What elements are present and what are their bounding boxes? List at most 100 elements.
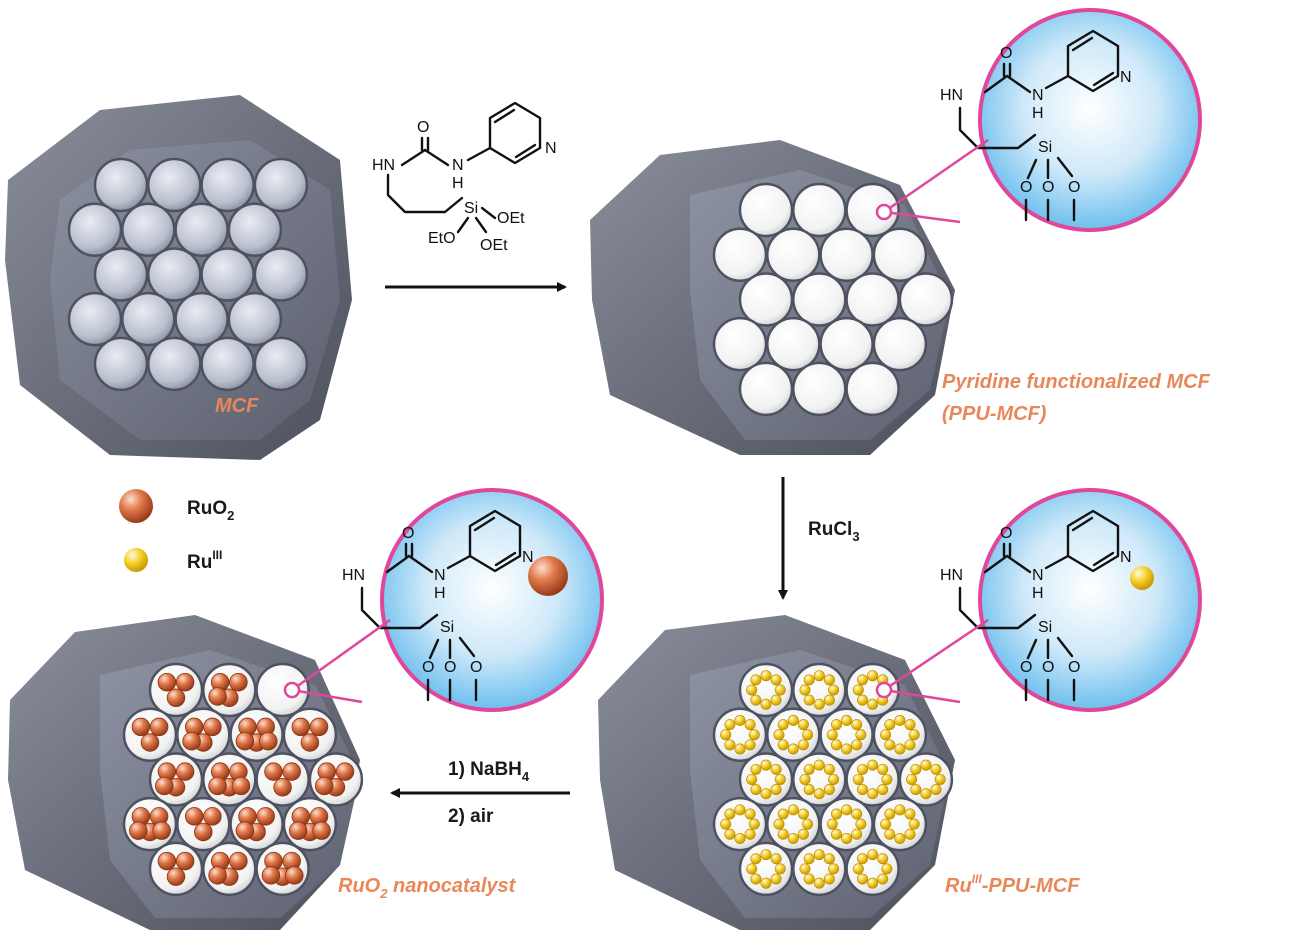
ru3-particle — [908, 729, 920, 741]
ru3-particle — [724, 739, 736, 751]
pore — [148, 841, 204, 897]
ru3-particle — [803, 674, 815, 686]
inset-hn: HN — [940, 567, 963, 584]
ru3-particle — [734, 714, 746, 726]
ru3-particle — [744, 739, 756, 751]
inset-ruo2-leader-top — [291, 618, 391, 692]
ru3-particle — [867, 670, 879, 682]
reagent-nabh4: 1) NaBH4 — [448, 759, 530, 784]
pore — [766, 227, 821, 282]
ruo2-particle — [312, 821, 331, 840]
ruo2-particle — [291, 717, 311, 737]
ru3-particle — [830, 828, 842, 840]
ru3-particle — [803, 694, 815, 706]
ru3-particle — [841, 832, 853, 844]
reagent-structure: O HN N H N Si OEt EtO OEt — [372, 101, 557, 254]
pore — [738, 752, 794, 807]
pore — [93, 247, 149, 302]
ru3-particle — [880, 818, 892, 830]
ru3-particle — [852, 684, 864, 696]
pore — [121, 202, 176, 257]
ru3-particle — [884, 719, 896, 731]
legend-ruo2-label: RuO2 — [187, 498, 234, 523]
ruo2-particle — [203, 807, 222, 826]
pore — [845, 841, 900, 897]
ru3-particle — [855, 818, 867, 830]
ppu-mcf-block — [590, 140, 955, 455]
ru3-particle — [744, 808, 756, 820]
ru3-particle — [920, 759, 932, 771]
ru3-pores — [712, 662, 954, 897]
ru3-particle — [813, 877, 825, 889]
ru3-particle — [813, 788, 825, 800]
ru3-particle — [867, 849, 879, 861]
ru3-particle — [877, 873, 889, 885]
ru3-particle — [773, 818, 785, 830]
inset-ru3-leader-bottom — [883, 688, 961, 704]
ruo2-particle — [152, 821, 171, 840]
ru3-particle — [750, 784, 762, 796]
ruo2-pores — [122, 662, 364, 897]
pore — [282, 796, 338, 852]
pore — [253, 157, 309, 213]
ru3-particle — [734, 832, 746, 844]
inset-n: N — [434, 567, 446, 584]
ru3-particle — [797, 828, 809, 840]
chem-hn-left: HN — [372, 157, 395, 174]
ru3-particle — [787, 804, 799, 816]
ru3-particle — [877, 784, 889, 796]
chem-eto: EtO — [428, 230, 456, 247]
ru3-particle — [724, 808, 736, 820]
inset-o-1: O — [422, 659, 434, 676]
mcf-pores — [67, 157, 309, 392]
ru3-particle — [799, 684, 811, 696]
ruo2-particle — [231, 776, 251, 796]
ru3-particle — [826, 818, 838, 830]
ru3-particle — [930, 763, 942, 775]
pore — [872, 316, 928, 372]
ru3-particle — [750, 873, 762, 885]
pore — [253, 247, 309, 302]
ru3-particle — [904, 719, 916, 731]
ruo2-particle — [175, 851, 195, 871]
pore — [147, 336, 202, 392]
inset-n: N — [1032, 87, 1044, 104]
chem-n-right: N — [452, 157, 464, 174]
ru3-particle — [851, 719, 863, 731]
ru3-particle — [823, 784, 835, 796]
inset-o: O — [1000, 45, 1012, 62]
ruo2-particle — [166, 688, 186, 708]
ruo2-particle — [282, 762, 301, 781]
pore — [282, 707, 338, 762]
pore — [766, 796, 821, 852]
pore — [845, 182, 900, 238]
ru3-particle — [908, 818, 920, 830]
chem-o-top: O — [417, 119, 429, 136]
ru3-particle — [750, 763, 762, 775]
inset-ruo2-leader-bottom — [291, 688, 363, 704]
ru3-particle — [770, 873, 782, 885]
pore — [255, 841, 310, 897]
ru3-particle — [894, 832, 906, 844]
legend-ru3-particle — [124, 548, 148, 572]
pore — [176, 796, 231, 852]
inset-o-1: O — [1020, 179, 1032, 196]
ru3-particle — [856, 784, 868, 796]
ru3-particle — [760, 788, 772, 800]
ru3-particle — [906, 773, 918, 785]
pore — [174, 291, 229, 347]
ru3-ppu-mcf-block — [598, 615, 955, 930]
pore — [819, 316, 874, 372]
inset-n: N — [1032, 567, 1044, 584]
ruo2-particle — [157, 672, 177, 692]
ru3-particle — [734, 743, 746, 755]
ru3-particle — [802, 729, 814, 741]
inset-o-2: O — [1042, 179, 1054, 196]
ru3-particle — [877, 853, 889, 865]
ru3-particle — [856, 694, 868, 706]
ppu-mcf-pores — [712, 182, 954, 417]
ru3-particle — [856, 853, 868, 865]
ruo2-particle — [335, 762, 355, 781]
ruo2-particle — [129, 821, 148, 840]
